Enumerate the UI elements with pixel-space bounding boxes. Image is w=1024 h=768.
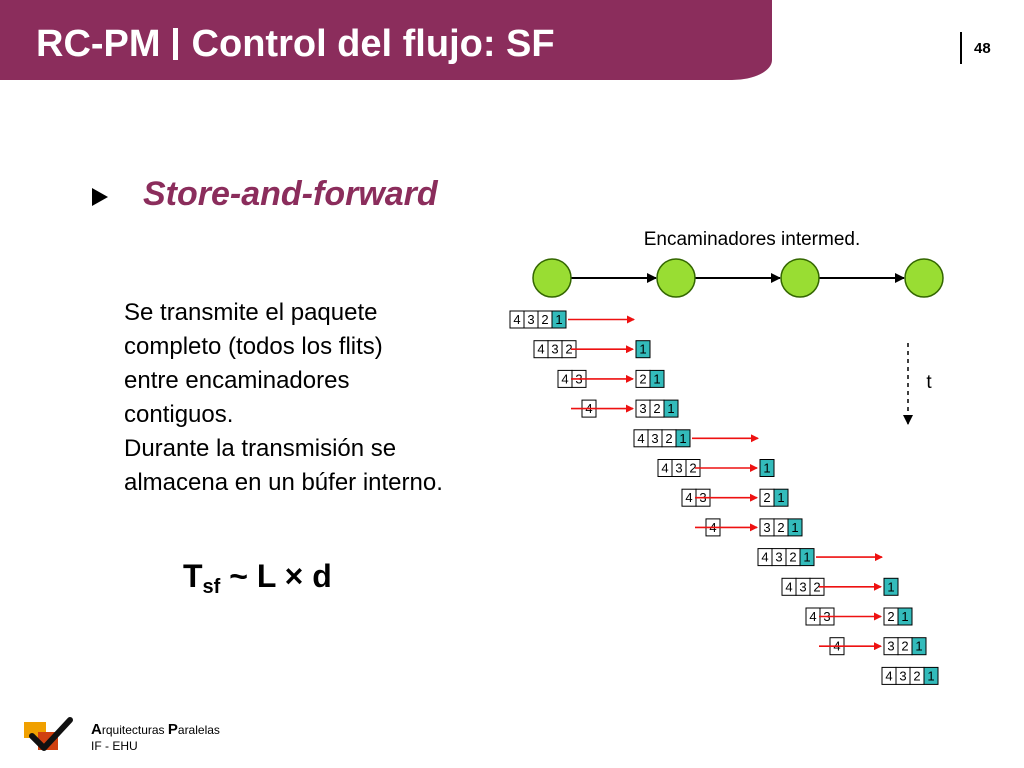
flit-label: 1 <box>679 431 686 446</box>
router-node <box>532 258 572 298</box>
flit-box <box>787 518 803 537</box>
footer-text: Arquitecturas Paralelas IF - EHU <box>91 722 220 754</box>
logo-icon <box>24 717 73 751</box>
flit-box <box>923 666 939 685</box>
description-line: Durante la transmisión se <box>124 435 397 462</box>
description-line: completo (todos los flits) <box>124 333 383 360</box>
flit-label: 4 <box>537 342 544 357</box>
flit-label: 4 <box>513 312 520 327</box>
flit-label: 4 <box>661 461 668 476</box>
section-subtitle: Store-and-forward <box>143 175 438 213</box>
flit-label: 2 <box>653 401 660 416</box>
flit-label: 1 <box>927 668 934 683</box>
flit-box <box>897 607 913 626</box>
flit-label: 4 <box>809 609 816 624</box>
flit-label: 4 <box>685 490 692 505</box>
footer-course: Arquitecturas Paralelas <box>91 721 220 738</box>
title-course: RC-PM <box>36 23 161 65</box>
flit-label: 1 <box>555 312 562 327</box>
description-text: Se transmite el paquete completo (todos … <box>124 296 524 500</box>
flit-label: 1 <box>915 639 922 654</box>
router-node <box>656 258 696 298</box>
title-separator <box>172 28 178 60</box>
flit-label: 4 <box>785 579 792 594</box>
title-topic: Control del flujo: SF <box>191 23 555 65</box>
flit-label: 4 <box>561 371 568 386</box>
flit-label: 4 <box>885 668 892 683</box>
flit-label: 1 <box>667 401 674 416</box>
footer-institution: IF - EHU <box>91 739 138 753</box>
time-axis-label: t <box>926 372 932 393</box>
description-line: entre encaminadores <box>124 367 350 394</box>
flit-box <box>911 637 927 656</box>
page-title: RC-PM Control del flujo: SF <box>36 22 555 66</box>
flit-label: 2 <box>565 342 572 357</box>
formula-subscript: sf <box>202 576 221 598</box>
flit-box <box>675 429 691 448</box>
header-banner <box>0 0 772 80</box>
flit-label: 3 <box>675 461 682 476</box>
flit-label: 3 <box>799 579 806 594</box>
flit-box <box>883 577 899 596</box>
flit-label: 3 <box>551 342 558 357</box>
flit-label: 3 <box>527 312 534 327</box>
flit-label: 2 <box>913 668 920 683</box>
router-chain <box>532 258 944 298</box>
routers-label: Encaminadores intermed. <box>644 229 861 250</box>
flit-label: 2 <box>763 490 770 505</box>
flit-label: 3 <box>639 401 646 416</box>
flit-label: 4 <box>637 431 644 446</box>
flit-label: 1 <box>901 609 908 624</box>
flit-label: 3 <box>887 639 894 654</box>
description-line: almacena en un búfer interno. <box>124 469 443 496</box>
flit-label: 4 <box>761 550 768 565</box>
flit-box <box>635 340 651 359</box>
flit-box <box>663 399 679 418</box>
flit-label: 2 <box>665 431 672 446</box>
flit-label: 2 <box>887 609 894 624</box>
flit-label: 3 <box>899 668 906 683</box>
flit-label: 3 <box>763 520 770 535</box>
flit-label: 2 <box>639 371 646 386</box>
flit-label: 1 <box>763 461 770 476</box>
flit-box <box>799 548 815 567</box>
flit-box <box>649 369 665 388</box>
router-node <box>780 258 820 298</box>
flit-label: 2 <box>689 461 696 476</box>
flit-label: 1 <box>803 550 810 565</box>
page-number-divider <box>960 32 962 64</box>
flit-label: 3 <box>651 431 658 446</box>
bullet-triangle-icon <box>92 188 108 206</box>
flit-label: 1 <box>791 520 798 535</box>
flit-box <box>551 310 567 329</box>
page-number: 48 <box>974 40 991 57</box>
description-line: contiguos. <box>124 401 234 428</box>
flit-box <box>759 459 775 477</box>
flit-label: 1 <box>887 579 894 594</box>
formula-rest: ~ L × d <box>220 558 332 594</box>
latency-formula: Tsf ~ L × d <box>183 558 332 599</box>
description-line: Se transmite el paquete <box>124 299 378 326</box>
flit-label: 2 <box>541 312 548 327</box>
flit-label: 2 <box>789 550 796 565</box>
flit-box <box>773 488 789 507</box>
flit-label: 2 <box>901 639 908 654</box>
flit-label: 2 <box>777 520 784 535</box>
flit-label: 1 <box>653 371 660 386</box>
flit-label: 2 <box>813 579 820 594</box>
formula-base: T <box>183 558 203 594</box>
flit-label: 1 <box>639 342 646 357</box>
flit-label: 1 <box>777 490 784 505</box>
flit-label: 3 <box>775 550 782 565</box>
router-node <box>904 258 944 298</box>
